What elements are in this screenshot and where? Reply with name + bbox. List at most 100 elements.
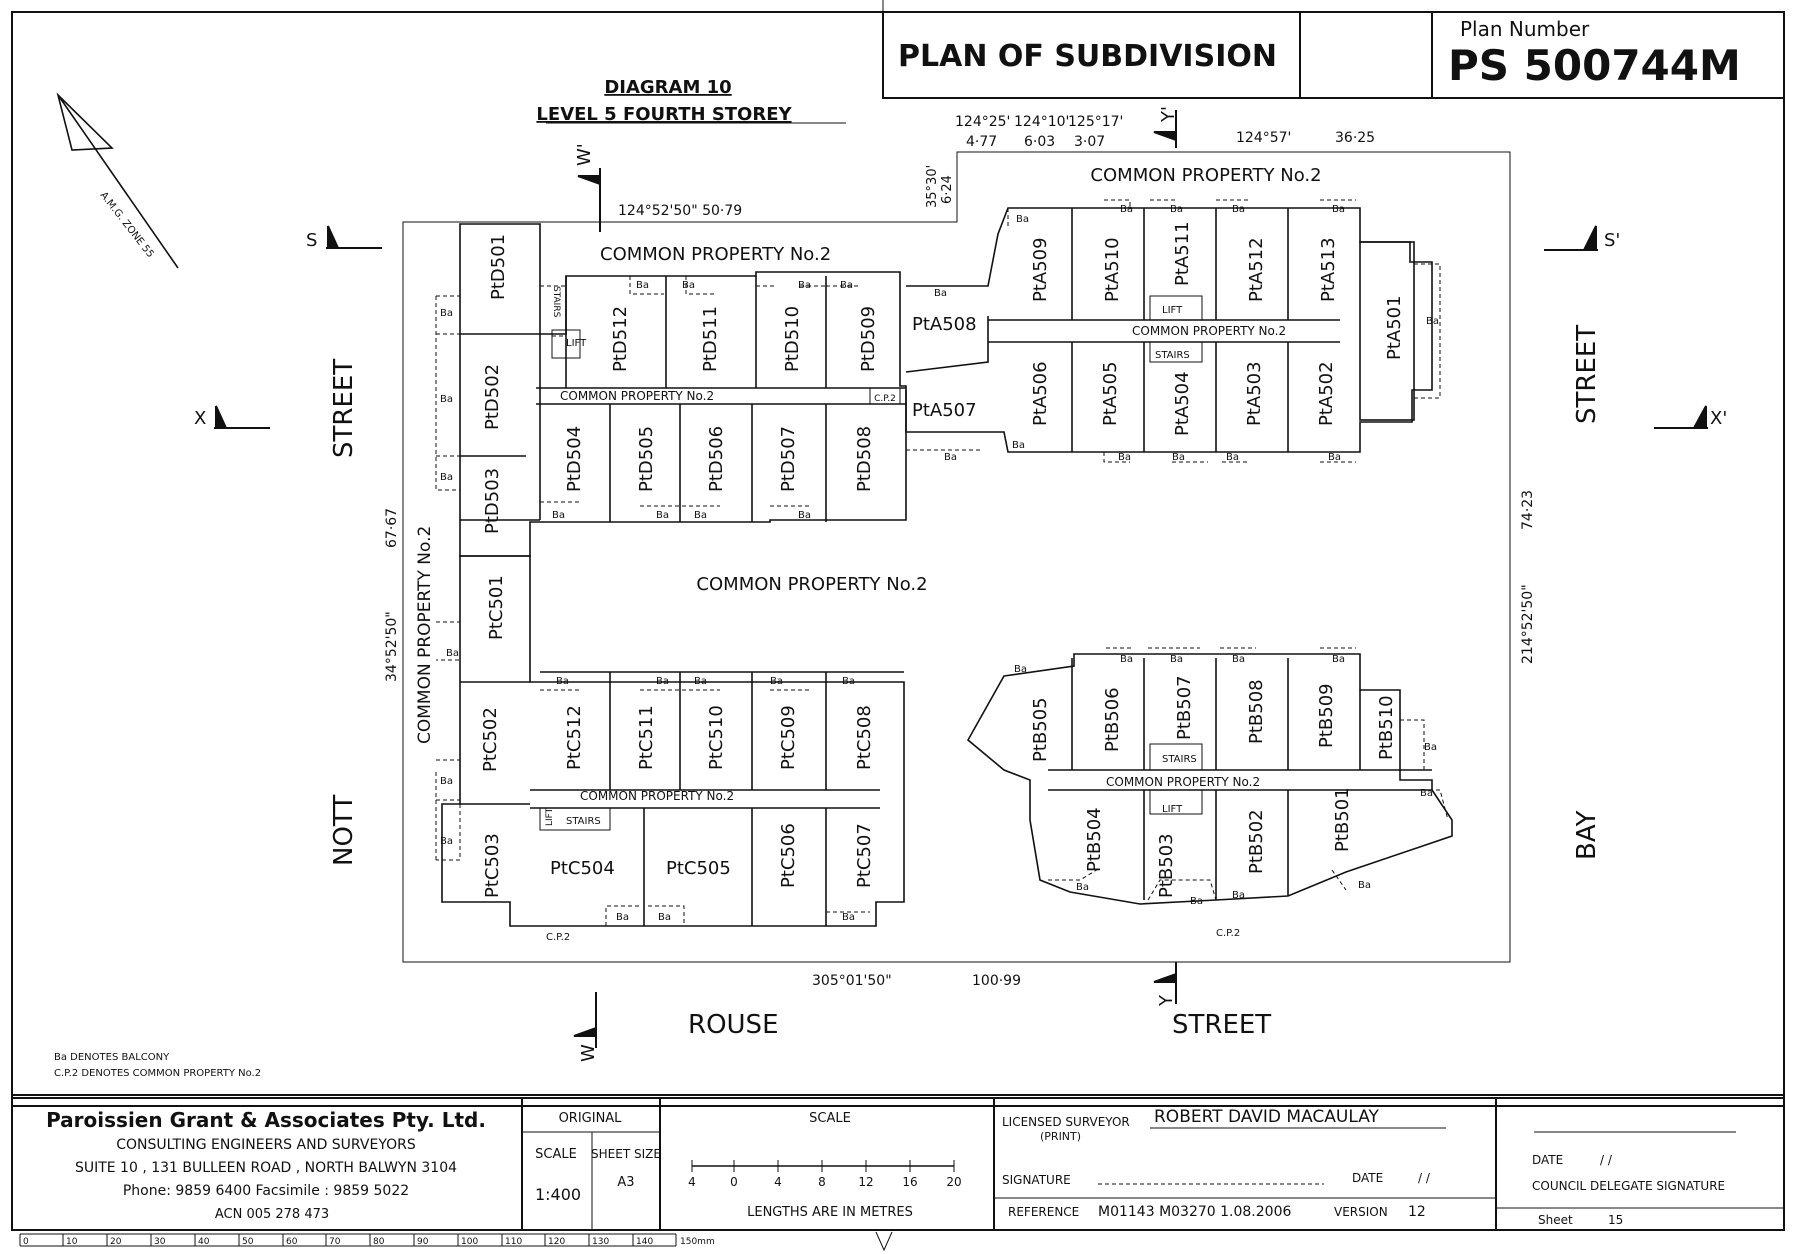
section-marker-w: W bbox=[573, 992, 599, 1062]
svg-text:Ba: Ba bbox=[1426, 316, 1439, 327]
lot-c508: PtC508 bbox=[854, 705, 875, 770]
scale-title: SCALE bbox=[809, 1111, 851, 1126]
svg-text:Ba: Ba bbox=[1332, 204, 1345, 215]
balcony-tags: Ba Ba Ba Ba Ba Ba Ba Ba Ba Ba Ba Ba Ba B… bbox=[440, 204, 1439, 923]
dim-top-b1: 124°25' bbox=[955, 114, 1010, 130]
sheet-size-label: SHEET SIZE bbox=[591, 1147, 661, 1161]
svg-text:Ba: Ba bbox=[636, 280, 649, 291]
lot-d501: PtD501 bbox=[488, 234, 509, 300]
note-cp2: C.P.2 DENOTES COMMON PROPERTY No.2 bbox=[54, 1068, 261, 1079]
svg-text:Ba: Ba bbox=[1012, 440, 1025, 451]
north-arrow-label: A.M.G. ZONE 55 bbox=[98, 190, 156, 260]
footer-company: Paroissien Grant & Associates Pty. Ltd. bbox=[46, 1108, 486, 1132]
lot-d502: PtD502 bbox=[482, 364, 503, 430]
lot-d509: PtD509 bbox=[858, 306, 879, 372]
site-boundary bbox=[402, 151, 1511, 963]
lot-b501: PtB501 bbox=[1332, 787, 1353, 852]
c-stairs-label: STAIRS bbox=[566, 816, 601, 827]
svg-text:Ba: Ba bbox=[1358, 880, 1371, 891]
c-lift-label: LIFT bbox=[545, 807, 555, 826]
lot-b507: PtB507 bbox=[1174, 675, 1195, 740]
council-date-slashes: / / bbox=[1600, 1153, 1613, 1167]
footer-block bbox=[11, 1097, 1785, 1231]
svg-text:X': X' bbox=[1710, 408, 1727, 429]
b-corridor-label: COMMON PROPERTY No.2 bbox=[1106, 775, 1260, 789]
bottom-registration-mark bbox=[875, 1231, 893, 1252]
d-corridor-label: COMMON PROPERTY No.2 bbox=[560, 389, 714, 403]
b-stairs-label: STAIRS bbox=[1162, 754, 1197, 765]
version-label: VERSION bbox=[1334, 1205, 1388, 1219]
svg-text:50: 50 bbox=[242, 1237, 254, 1247]
section-marker-y: Y bbox=[1153, 962, 1177, 1007]
street-right-upper: STREET bbox=[1572, 325, 1602, 424]
lot-a509: PtA509 bbox=[1030, 237, 1051, 302]
section-marker-s-prime: S' bbox=[1544, 225, 1620, 251]
lot-b506: PtB506 bbox=[1102, 687, 1123, 752]
dim-bottom-bearing: 305°01'50" bbox=[812, 973, 892, 989]
lot-a507: PtA507 bbox=[912, 400, 977, 421]
dim-bottom-len: 100·99 bbox=[972, 973, 1021, 989]
svg-text:Ba: Ba bbox=[1332, 654, 1345, 665]
lot-b505: PtB505 bbox=[1030, 697, 1051, 762]
lot-b504: PtB504 bbox=[1084, 807, 1105, 872]
level-title: LEVEL 5 FOURTH STOREY bbox=[536, 104, 792, 125]
original-label: ORIGINAL bbox=[559, 1111, 623, 1126]
svg-text:Ba: Ba bbox=[842, 912, 855, 923]
svg-text:Ba: Ba bbox=[616, 912, 629, 923]
lot-d506: PtD506 bbox=[706, 426, 727, 492]
svg-text:Ba: Ba bbox=[1120, 204, 1133, 215]
street-left-upper: STREET bbox=[329, 359, 359, 458]
signature-label: SIGNATURE bbox=[1002, 1173, 1071, 1187]
lot-c501: PtC501 bbox=[486, 575, 507, 640]
surveyor-label: LICENSED SURVEYOR bbox=[1002, 1115, 1130, 1129]
lot-c512: PtC512 bbox=[564, 705, 585, 770]
lot-a505: PtA505 bbox=[1100, 361, 1121, 426]
dim-top-b3-len: 3·07 bbox=[1074, 134, 1105, 150]
street-right-lower: BAY bbox=[1572, 810, 1602, 860]
dim-top-b1-len: 4·77 bbox=[966, 134, 997, 150]
footer-phone: Phone: 9859 6400 Facsimile : 9859 5022 bbox=[123, 1183, 409, 1199]
building-c: COMMON PROPERTY No.2 STAIRS LIFT PtC501 … bbox=[435, 555, 905, 943]
svg-text:S: S bbox=[306, 230, 317, 251]
dim-left-len: 67·67 bbox=[384, 508, 400, 548]
svg-text:0: 0 bbox=[730, 1175, 738, 1189]
building-a: COMMON PROPERTY No.2 LIFT STAIRS PtA501 … bbox=[905, 199, 1441, 463]
footer-acn: ACN 005 278 473 bbox=[215, 1207, 329, 1222]
dim-top-b3: 125°17' bbox=[1068, 114, 1123, 130]
lot-a503: PtA503 bbox=[1244, 361, 1265, 426]
svg-text:Ba: Ba bbox=[1226, 452, 1239, 463]
council-label: COUNCIL DELEGATE SIGNATURE bbox=[1532, 1179, 1725, 1193]
street-left-lower: NOTT bbox=[329, 795, 359, 866]
svg-text:Ba: Ba bbox=[656, 676, 669, 687]
svg-text:80: 80 bbox=[373, 1237, 385, 1247]
dim-right-len: 74·23 bbox=[1520, 490, 1536, 530]
lot-d511: PtD511 bbox=[700, 306, 721, 372]
reference-label: REFERENCE bbox=[1008, 1205, 1079, 1219]
sheet-value: 15 bbox=[1608, 1213, 1623, 1227]
plan-number-label: Plan Number bbox=[1460, 17, 1590, 41]
cp2-bottom-left-label: C.P.2 bbox=[546, 932, 570, 943]
building-b: COMMON PROPERTY No.2 STAIRS LIFT PtB501 … bbox=[966, 647, 1453, 939]
lot-a508: PtA508 bbox=[912, 314, 977, 335]
lot-c502: PtC502 bbox=[480, 707, 501, 772]
svg-text:Ba: Ba bbox=[770, 676, 783, 687]
svg-text:100: 100 bbox=[461, 1237, 478, 1247]
svg-text:16: 16 bbox=[902, 1175, 917, 1189]
svg-text:140: 140 bbox=[636, 1237, 653, 1247]
scale-bar: 4 0 4 8 12 16 20 bbox=[688, 1160, 962, 1189]
svg-text:Ba: Ba bbox=[440, 836, 453, 847]
title-block bbox=[882, 11, 1785, 99]
plan-type-title: PLAN OF SUBDIVISION bbox=[898, 39, 1277, 74]
lot-a502: PtA502 bbox=[1316, 361, 1337, 426]
svg-text:20: 20 bbox=[110, 1237, 122, 1247]
svg-text:Y: Y bbox=[1156, 994, 1177, 1007]
section-marker-w-prime: W' bbox=[574, 143, 601, 232]
plan-number: PS 500744M bbox=[1448, 41, 1741, 90]
lot-a501: PtA501 bbox=[1384, 295, 1405, 360]
dim-top-right-len: 36·25 bbox=[1335, 130, 1375, 146]
d-stairs-label: STAIRS bbox=[551, 286, 561, 318]
lot-c509: PtC509 bbox=[778, 705, 799, 770]
svg-text:Ba: Ba bbox=[1170, 204, 1183, 215]
